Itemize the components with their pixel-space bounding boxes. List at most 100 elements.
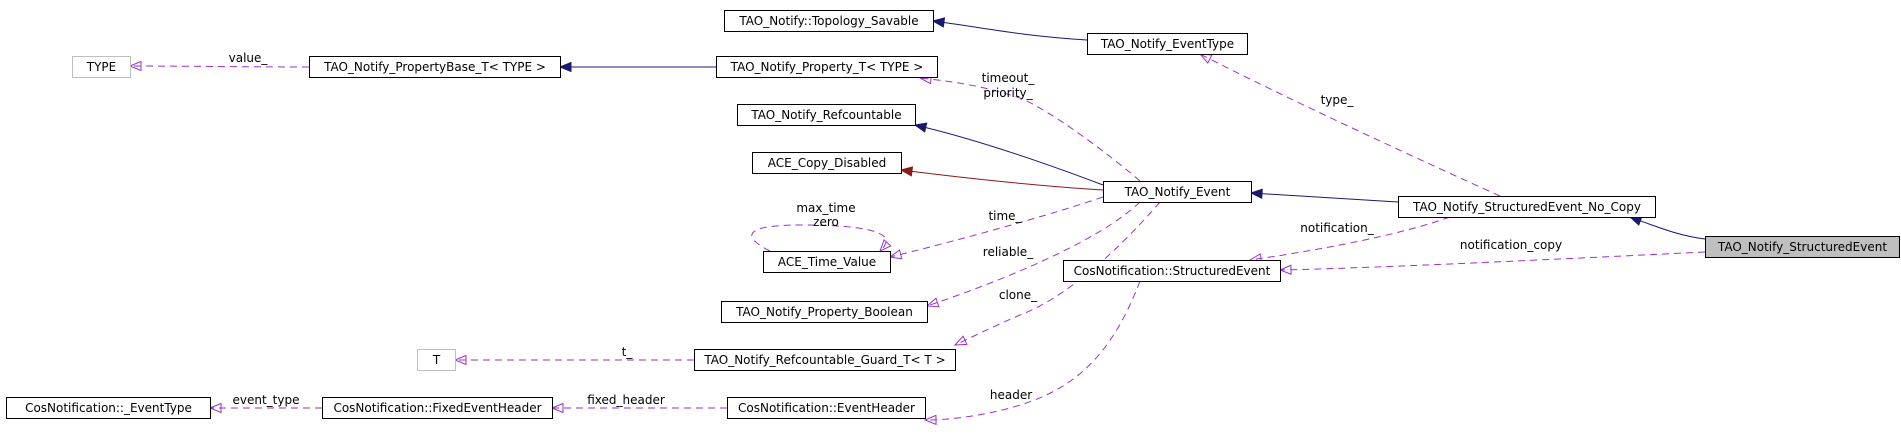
node-label: TAO_Notify_Event bbox=[1124, 185, 1231, 199]
edge-label: priority_ bbox=[983, 86, 1033, 100]
edge-label: reliable_ bbox=[983, 245, 1034, 259]
node-label: TAO_Notify_Refcountable bbox=[750, 108, 901, 122]
edge-line bbox=[1629, 216, 1706, 240]
edge-label: timeout_ bbox=[982, 71, 1036, 85]
edge-label: zero bbox=[813, 215, 839, 229]
edge-line bbox=[1199, 53, 1501, 197]
node-box bbox=[763, 251, 891, 273]
usage-arrowhead bbox=[953, 335, 968, 346]
node-label: TAO_Notify_Property_Boolean bbox=[735, 305, 913, 319]
edge-se_no_copy-to-event_type: type_ bbox=[1198, 53, 1501, 197]
node-event-type[interactable]: TAO_Notify_EventType bbox=[1087, 33, 1248, 55]
usage-arrowhead bbox=[128, 60, 142, 72]
node-property-base[interactable]: TAO_Notify_PropertyBase_T< TYPE > bbox=[309, 56, 561, 78]
usage-arrowhead bbox=[208, 402, 222, 414]
edge-line bbox=[751, 224, 887, 252]
edge-cos_structured_event-to-event_header: header bbox=[923, 280, 1141, 426]
node-label: TAO_Notify_Property_T< TYPE > bbox=[730, 60, 924, 74]
usage-arrowhead bbox=[550, 402, 564, 414]
inheritance-arrowhead bbox=[931, 17, 946, 28]
edge-event_header-to-fixed_event_header: fixed_header bbox=[550, 393, 727, 414]
node-label: TAO_Notify::Topology_Savable bbox=[738, 14, 918, 28]
node-label: TAO_Notify_StructuredEvent_No_Copy bbox=[1412, 200, 1641, 214]
edge-notify_event-to-time_value: time_ bbox=[888, 196, 1104, 260]
usage-arrowhead bbox=[888, 249, 903, 260]
edge-label: header bbox=[990, 388, 1032, 402]
edge-notify_event-to-refcountable bbox=[913, 122, 1104, 186]
edge-label: max_time bbox=[796, 201, 855, 215]
node-cos-structured-event[interactable]: CosNotification::StructuredEvent bbox=[1063, 260, 1281, 282]
node-structured-event[interactable]: TAO_Notify_StructuredEvent bbox=[1705, 236, 1900, 258]
node-box bbox=[1398, 196, 1656, 218]
edge-label: fixed_header bbox=[587, 393, 665, 407]
node-property-t[interactable]: TAO_Notify_Property_T< TYPE > bbox=[716, 56, 938, 78]
node-label: TYPE bbox=[86, 60, 116, 74]
edge-property_t-to-property_base bbox=[558, 61, 716, 73]
edge-line bbox=[932, 20, 1088, 41]
usage-arrowhead bbox=[453, 354, 467, 366]
edge-label: notification_copy bbox=[1460, 238, 1562, 252]
node-t: T bbox=[417, 349, 456, 371]
node-refcountable-guard[interactable]: TAO_Notify_Refcountable_Guard_T< T > bbox=[694, 349, 956, 371]
edge-label: type_ bbox=[1321, 93, 1355, 107]
node-box bbox=[716, 56, 938, 78]
edge-line bbox=[914, 124, 1104, 186]
node-box bbox=[322, 397, 553, 419]
node-box bbox=[721, 301, 928, 323]
node-notify-event[interactable]: TAO_Notify_Event bbox=[1103, 181, 1252, 203]
edge-label: notification_ bbox=[1300, 221, 1374, 235]
node-label: TAO_Notify_StructuredEvent bbox=[1717, 240, 1887, 254]
usage-arrowhead bbox=[879, 238, 892, 252]
edge-line bbox=[900, 169, 1104, 191]
edge-structured_event-to-se_no_copy bbox=[1628, 216, 1706, 240]
node-box bbox=[309, 56, 561, 78]
node-box bbox=[727, 397, 926, 419]
node-time-value[interactable]: ACE_Time_Value bbox=[763, 251, 891, 273]
node-label: TAO_Notify_Refcountable_Guard_T< T > bbox=[703, 353, 945, 367]
edge-line bbox=[889, 196, 1104, 258]
node-label: CosNotification::StructuredEvent bbox=[1074, 264, 1271, 278]
node-label: TAO_Notify_EventType bbox=[1100, 37, 1234, 51]
node-copy-disabled[interactable]: ACE_Copy_Disabled bbox=[752, 152, 902, 174]
usage-arrowhead bbox=[1198, 53, 1213, 64]
edge-event_type-to-topology_savable bbox=[931, 17, 1088, 41]
edge-label: clone_ bbox=[999, 288, 1038, 302]
usage-arrowhead bbox=[1278, 264, 1292, 275]
inheritance-arrowhead bbox=[1249, 188, 1263, 199]
edge-notify_event-to-refcountable_guard: clone_ bbox=[953, 201, 1161, 346]
edge-line bbox=[954, 201, 1161, 346]
node-property-boolean[interactable]: TAO_Notify_Property_Boolean bbox=[721, 301, 928, 323]
node-box bbox=[724, 10, 934, 32]
node-event-header[interactable]: CosNotification::EventHeader bbox=[727, 397, 926, 419]
node-cos-event-type[interactable]: CosNotification::_EventType bbox=[6, 397, 211, 419]
inheritance-arrowhead bbox=[899, 166, 914, 177]
node-label: T bbox=[432, 353, 441, 367]
node-label: CosNotification::_EventType bbox=[25, 401, 192, 415]
nodes-layer: TYPE TAO_Notify_PropertyBase_T< TYPE > TAO… bbox=[6, 10, 1900, 419]
node-label: TAO_Notify_PropertyBase_T< TYPE > bbox=[323, 60, 546, 74]
edge-label: event_type bbox=[233, 393, 300, 407]
node-box bbox=[737, 104, 916, 126]
node-box bbox=[1705, 236, 1900, 258]
node-fixed-event-header[interactable]: CosNotification::FixedEventHeader bbox=[322, 397, 553, 419]
node-box bbox=[1087, 33, 1248, 55]
edge-refcountable_guard-to-t: t_ bbox=[453, 345, 694, 366]
edge-se_no_copy-to-cos_structured_event: notification_ bbox=[1248, 216, 1451, 264]
node-label: CosNotification::EventHeader bbox=[738, 401, 915, 415]
edge-label: t_ bbox=[622, 345, 634, 359]
node-box bbox=[6, 397, 211, 419]
node-se-no-copy[interactable]: TAO_Notify_StructuredEvent_No_Copy bbox=[1398, 196, 1656, 218]
node-refcountable[interactable]: TAO_Notify_Refcountable bbox=[737, 104, 916, 126]
edge-notify_event-to-property_t: timeout_priority_ bbox=[918, 71, 1141, 182]
node-type: TYPE bbox=[72, 56, 131, 78]
edge-label: time_ bbox=[988, 209, 1022, 223]
node-topology-savable[interactable]: TAO_Notify::Topology_Savable bbox=[724, 10, 934, 32]
node-label: ACE_Copy_Disabled bbox=[768, 156, 887, 170]
edge-line bbox=[919, 77, 1141, 182]
inheritance-arrowhead bbox=[913, 122, 928, 133]
node-box bbox=[752, 152, 902, 174]
edge-line bbox=[1279, 251, 1706, 271]
node-box bbox=[417, 349, 456, 371]
node-label: CosNotification::FixedEventHeader bbox=[333, 401, 541, 415]
